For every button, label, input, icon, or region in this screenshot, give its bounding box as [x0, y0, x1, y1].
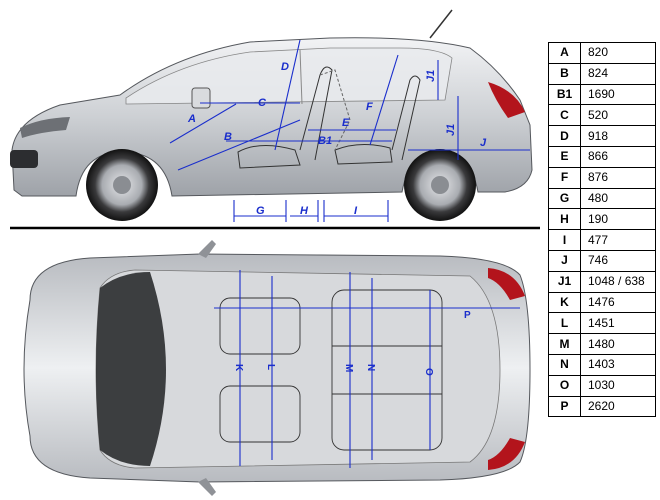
dim-label-p: P [464, 310, 471, 321]
dim-value: 1480 [580, 333, 656, 355]
dim-value: 918 [580, 125, 656, 147]
antenna [429, 9, 453, 39]
dim-value: 746 [580, 249, 656, 272]
dim-label-f: F [366, 101, 373, 113]
top-view-letters: K L M N O P [233, 310, 471, 376]
dim-key: I [548, 229, 581, 251]
dim-key: E [548, 145, 581, 168]
left-mirror [198, 240, 216, 258]
dim-key: C [548, 104, 581, 127]
dim-key: N [548, 353, 581, 376]
dim-key: A [548, 42, 581, 64]
dim-value: 1048 / 638 [580, 270, 656, 293]
vehicle-dimension-diagram: A B B1 C D E F G H I J J1 J1 [10, 9, 540, 496]
dim-value: 1030 [580, 374, 656, 397]
dim-key: J1 [548, 270, 581, 293]
headlight [20, 117, 70, 138]
dim-value: 824 [580, 62, 656, 85]
dim-label-b: B [224, 131, 232, 143]
dim-label-k: K [233, 364, 244, 372]
dim-key: P [548, 395, 581, 418]
dim-label-a: A [187, 113, 196, 125]
dim-value: 190 [580, 208, 656, 231]
dim-label-g: G [256, 205, 265, 217]
dim-value: 477 [580, 229, 656, 251]
dim-value: 1476 [580, 291, 656, 314]
dim-value: 1690 [580, 83, 656, 106]
dim-key: B [548, 62, 581, 85]
dim-value: 1403 [580, 353, 656, 376]
tail-light [488, 82, 525, 118]
dim-value: 820 [580, 42, 656, 64]
dim-key: D [548, 125, 581, 147]
rear-light-right [488, 438, 525, 470]
rear-light-left [488, 268, 525, 300]
side-view-letters: A B B1 C D E F G H I J J1 J1 [187, 61, 487, 217]
right-mirror [198, 478, 216, 496]
dim-key: M [548, 333, 581, 355]
dim-value: 480 [580, 187, 656, 210]
dim-value: 876 [580, 166, 656, 189]
side-dimension-lines [169, 39, 530, 222]
dim-key: H [548, 208, 581, 231]
side-view: A B B1 C D E F G H I J J1 J1 [10, 9, 533, 222]
dim-value: 2620 [580, 395, 656, 418]
dim-label-m: M [343, 364, 354, 372]
top-dimension-lines [214, 270, 520, 468]
dim-key: L [548, 312, 581, 335]
dim-label-n: N [365, 364, 376, 371]
dim-label-b1: B1 [318, 135, 332, 147]
dim-label-l: L [265, 364, 276, 370]
dim-label-e: E [342, 117, 350, 129]
dim-label-j: J [480, 137, 487, 149]
dim-label-i: I [354, 205, 358, 217]
dim-label-c: C [258, 97, 267, 109]
dim-label-o: O [423, 368, 434, 376]
dim-label-h: H [300, 205, 309, 217]
dim-value: 520 [580, 104, 656, 127]
dim-key: O [548, 374, 581, 397]
dim-value: 866 [580, 145, 656, 168]
dim-key: F [548, 166, 581, 189]
dim-key: B1 [548, 83, 581, 106]
front-grille [10, 150, 38, 168]
top-view: K L M N O P [23, 240, 531, 496]
dim-label-j1-lower: J1 [445, 124, 457, 136]
dark-windshield [96, 272, 166, 466]
side-mirror [191, 87, 211, 109]
dim-label-j1-upper: J1 [425, 70, 437, 82]
dim-key: J [548, 249, 581, 272]
side-windows [125, 47, 453, 105]
dim-value: 1451 [580, 312, 656, 335]
dim-key: K [548, 291, 581, 314]
dim-key: G [548, 187, 581, 210]
rear-seat-outline [334, 75, 421, 165]
dim-label-d: D [281, 61, 289, 73]
